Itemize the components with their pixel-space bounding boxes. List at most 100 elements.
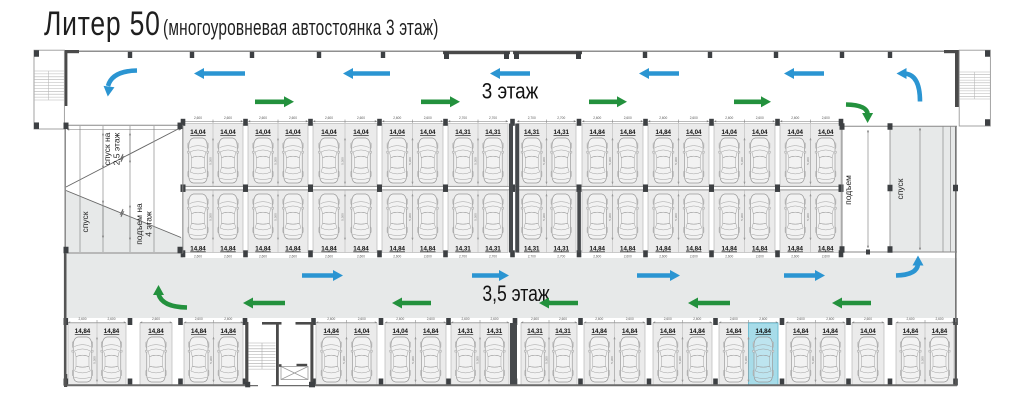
svg-text:2,600: 2,600: [224, 116, 232, 120]
svg-text:5,300: 5,300: [740, 213, 744, 221]
svg-text:2,700: 2,700: [528, 116, 536, 120]
svg-text:5,300: 5,300: [274, 213, 278, 221]
svg-text:2,600: 2,600: [690, 116, 698, 120]
svg-text:5,300: 5,300: [476, 356, 480, 364]
svg-text:14,31: 14,31: [455, 246, 471, 253]
svg-text:14,04: 14,04: [818, 129, 834, 136]
svg-text:2,600: 2,600: [822, 254, 830, 258]
svg-text:14,31: 14,31: [485, 129, 501, 136]
svg-text:14,31: 14,31: [554, 246, 570, 253]
svg-text:5,300: 5,300: [806, 213, 810, 221]
svg-text:спуск: спуск: [80, 211, 90, 232]
svg-text:2,600: 2,600: [626, 317, 634, 321]
svg-text:14,84: 14,84: [390, 246, 406, 253]
svg-text:14,04: 14,04: [420, 129, 436, 136]
svg-text:2,600: 2,600: [826, 317, 834, 321]
svg-text:14,31: 14,31: [487, 328, 503, 335]
svg-text:2,600: 2,600: [491, 317, 499, 321]
svg-text:2,600: 2,600: [864, 317, 872, 321]
svg-text:14,04: 14,04: [686, 129, 702, 136]
svg-text:2,600: 2,600: [357, 116, 365, 120]
svg-text:спуск: спуск: [895, 178, 905, 199]
svg-text:2,600: 2,600: [559, 317, 567, 321]
svg-text:14,84: 14,84: [752, 246, 768, 253]
svg-text:14,84: 14,84: [690, 328, 706, 335]
svg-text:14,31: 14,31: [485, 246, 501, 253]
svg-text:14,04: 14,04: [353, 129, 369, 136]
svg-text:2,600: 2,600: [393, 116, 401, 120]
svg-text:14,04: 14,04: [860, 328, 876, 335]
svg-text:5,300: 5,300: [474, 213, 478, 221]
svg-text:14,31: 14,31: [524, 246, 540, 253]
svg-text:14,04: 14,04: [752, 129, 768, 136]
svg-text:2,600: 2,600: [531, 317, 539, 321]
svg-text:14,84: 14,84: [353, 246, 369, 253]
svg-text:5,300: 5,300: [744, 356, 748, 364]
svg-text:5,300: 5,300: [674, 213, 678, 221]
svg-text:14,84: 14,84: [324, 328, 340, 335]
svg-text:2,600: 2,600: [357, 254, 365, 258]
svg-text:2,600: 2,600: [822, 116, 830, 120]
svg-text:14,84: 14,84: [423, 328, 439, 335]
svg-text:14,84: 14,84: [823, 328, 839, 335]
svg-text:2,600: 2,600: [289, 254, 297, 258]
svg-text:2,600: 2,600: [756, 254, 764, 258]
svg-text:14,84: 14,84: [726, 328, 742, 335]
svg-text:5,300: 5,300: [341, 213, 345, 221]
svg-text:2,600: 2,600: [797, 317, 805, 321]
svg-text:2,600: 2,600: [325, 254, 333, 258]
svg-text:2,600: 2,600: [936, 317, 944, 321]
svg-text:5,300: 5,300: [608, 213, 612, 221]
svg-text:14,31: 14,31: [524, 129, 540, 136]
svg-text:5,300: 5,300: [542, 213, 546, 221]
svg-text:5,300: 5,300: [209, 356, 213, 364]
svg-text:2,600: 2,600: [427, 317, 435, 321]
svg-text:3 этаж: 3 этаж: [482, 79, 539, 104]
svg-text:14,04: 14,04: [722, 129, 738, 136]
svg-text:14,84: 14,84: [932, 328, 948, 335]
svg-text:14,84: 14,84: [592, 328, 608, 335]
svg-text:14,84: 14,84: [756, 328, 772, 335]
svg-text:14,84: 14,84: [818, 246, 834, 253]
svg-text:14,04: 14,04: [285, 129, 301, 136]
svg-text:2,700: 2,700: [557, 254, 565, 258]
svg-text:2,700: 2,700: [459, 116, 467, 120]
svg-text:14,04: 14,04: [390, 129, 406, 136]
svg-text:2,600: 2,600: [289, 116, 297, 120]
svg-text:14,84: 14,84: [255, 246, 271, 253]
svg-text:14,84: 14,84: [191, 328, 207, 335]
svg-text:14,84: 14,84: [622, 328, 638, 335]
svg-text:2,700: 2,700: [557, 116, 565, 120]
svg-text:2,600: 2,600: [327, 317, 335, 321]
svg-text:14,84: 14,84: [104, 328, 120, 335]
svg-text:2,600: 2,600: [462, 317, 470, 321]
svg-text:14,84: 14,84: [590, 246, 606, 253]
svg-text:2,600: 2,600: [194, 116, 202, 120]
svg-text:2,700: 2,700: [489, 254, 497, 258]
svg-text:подъем на: подъем на: [134, 203, 144, 245]
svg-text:5,300: 5,300: [209, 213, 213, 221]
svg-text:14,31: 14,31: [555, 328, 571, 335]
svg-text:14,84: 14,84: [620, 246, 636, 253]
svg-text:14,84: 14,84: [788, 246, 804, 253]
svg-text:14,84: 14,84: [686, 246, 702, 253]
svg-text:14,04: 14,04: [354, 328, 370, 335]
svg-text:5,300: 5,300: [806, 157, 810, 165]
svg-text:5,300: 5,300: [740, 157, 744, 165]
svg-text:2,700: 2,700: [489, 116, 497, 120]
svg-text:2,600: 2,600: [358, 317, 366, 321]
svg-text:14,31: 14,31: [554, 129, 570, 136]
svg-text:14,84: 14,84: [660, 328, 676, 335]
svg-text:5,300: 5,300: [274, 157, 278, 165]
svg-text:2,600: 2,600: [396, 317, 404, 321]
svg-text:5,300: 5,300: [678, 356, 682, 364]
svg-text:14,84: 14,84: [75, 328, 91, 335]
svg-text:14,84: 14,84: [221, 328, 237, 335]
svg-text:14,84: 14,84: [420, 246, 436, 253]
svg-text:14,31: 14,31: [455, 129, 471, 136]
svg-text:2,600: 2,600: [791, 254, 799, 258]
svg-text:5,300: 5,300: [93, 356, 97, 364]
svg-text:14,84: 14,84: [190, 246, 206, 253]
svg-text:2,600: 2,600: [152, 317, 160, 321]
svg-text:2,700: 2,700: [459, 254, 467, 258]
